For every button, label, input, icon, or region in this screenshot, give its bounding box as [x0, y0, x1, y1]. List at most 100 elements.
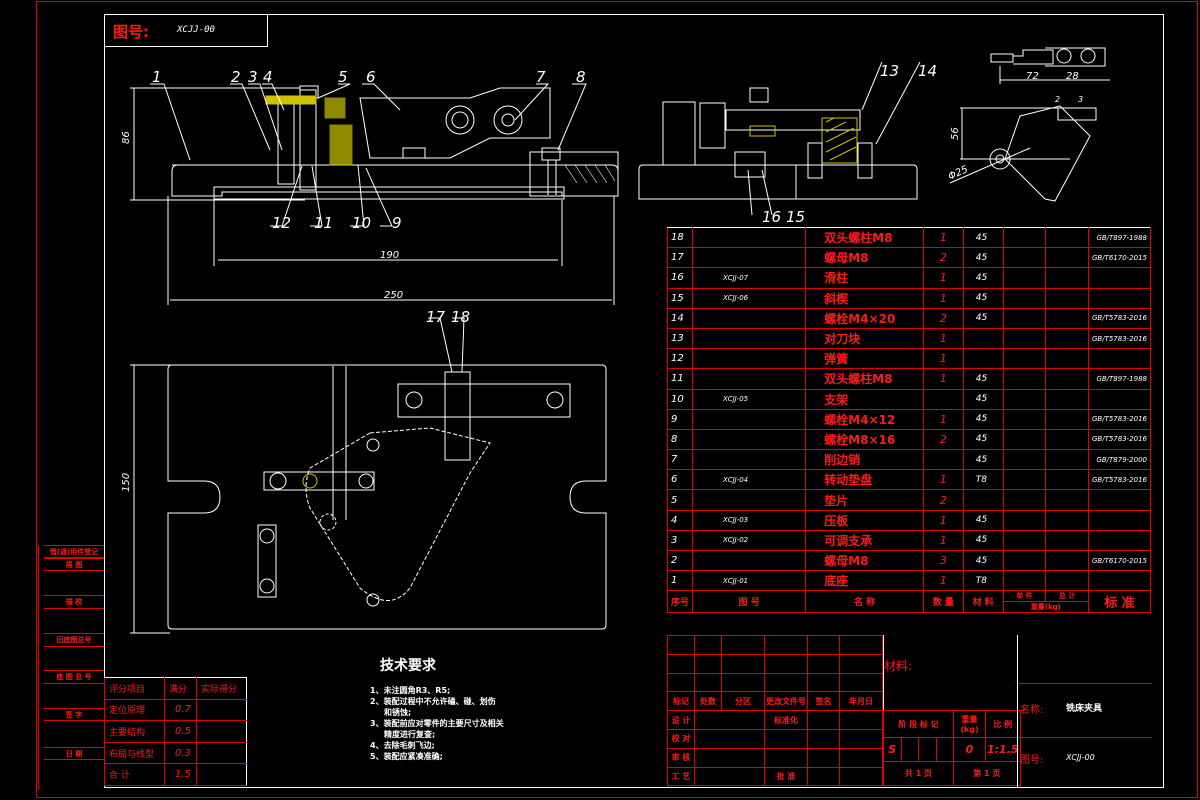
- tech-req-line: 5、装配应紧凑准确;: [370, 752, 443, 761]
- part-number: 17: [666, 247, 694, 269]
- studs: [277, 89, 317, 191]
- part-name: 螺栓M4×20: [805, 307, 924, 329]
- part-material: 45: [962, 529, 1004, 552]
- side-view: [638, 61, 921, 216]
- dim-2: 2: [1055, 95, 1060, 104]
- part-quantity: 1: [922, 469, 964, 491]
- part-unit-weight: [1002, 247, 1047, 269]
- part-total-weight: [1045, 549, 1089, 572]
- score-row: 布局与线型 0.3: [104, 741, 247, 765]
- callout-5: 5: [338, 68, 348, 86]
- part-number: 13: [666, 327, 694, 350]
- rev-zone: 分区: [721, 691, 765, 712]
- part-number: 11: [666, 368, 694, 390]
- part-unit-weight: [1002, 368, 1047, 390]
- callout-15: 15: [786, 208, 805, 226]
- header-weight: 单 件总 计 重量(kg): [1002, 590, 1089, 614]
- part-total-weight: [1045, 267, 1089, 289]
- part-name: 底座: [805, 570, 924, 592]
- drawing-number-label: 图号:: [113, 23, 149, 41]
- drawing-no-value: XCJJ-00: [1066, 753, 1095, 762]
- part-number: 7: [666, 449, 694, 471]
- part-material: 45: [962, 267, 1004, 289]
- part-standard: [1087, 388, 1152, 410]
- part-total-weight: [1045, 327, 1089, 350]
- part-total-weight: [1045, 226, 1089, 249]
- part-drawing-no: [692, 226, 807, 249]
- leader-10: [350, 164, 365, 227]
- part-unit-weight: [1002, 226, 1047, 249]
- part-standard: GB/T5783-2016: [1087, 327, 1152, 350]
- score-max: 0.3: [164, 741, 197, 765]
- part-drawing-no: XCJJ-02: [692, 529, 807, 552]
- score-row: 定位原理 0.7: [104, 698, 247, 722]
- part-name: 螺母M8: [805, 247, 924, 269]
- part-name: 螺母M8: [805, 549, 924, 572]
- part-name: 压板: [805, 509, 924, 531]
- part-total-weight: [1045, 449, 1089, 471]
- part-unit-weight: [1002, 549, 1047, 572]
- dim-150: 150: [121, 473, 132, 492]
- part-name: 削边销: [805, 449, 924, 471]
- part-total-weight: [1045, 247, 1089, 269]
- page-number: 第 1 页: [953, 761, 1021, 786]
- header-qty: 数 量: [922, 590, 964, 614]
- weight-label: 重量(kg): [953, 710, 986, 738]
- score-header-row: 评分项目 满分 实际得分: [104, 677, 247, 700]
- base-lower-rect: [213, 186, 565, 200]
- header-standard: 标 准: [1087, 590, 1152, 614]
- score-actual[interactable]: [196, 698, 247, 722]
- callout-2: 2: [231, 68, 241, 86]
- title-block-revisions: 标记 处数 分区 更改文件号 签名 年月日 设 计 标准化 校 对 审 核 工 …: [667, 635, 883, 787]
- stage-value: S: [883, 737, 902, 762]
- callout-12: 12: [272, 214, 291, 232]
- leader-15: [761, 169, 773, 216]
- bolt-head-8: [541, 147, 561, 161]
- part-total-weight: [1045, 368, 1089, 390]
- part-standard: [1087, 267, 1152, 289]
- name-label: 名称:: [1020, 705, 1044, 716]
- sign-row: 设 计 标准化: [667, 710, 883, 730]
- callout-16: 16: [762, 208, 781, 226]
- part-standard: GB/T897-1988: [1087, 368, 1152, 390]
- part-quantity: 2: [922, 428, 964, 451]
- score-actual[interactable]: [196, 763, 247, 786]
- slide-bar: [263, 471, 375, 491]
- part-standard: [1087, 570, 1152, 592]
- part-quantity: 1: [922, 368, 964, 390]
- part-material: 45: [962, 428, 1004, 451]
- part-name: 斜楔: [805, 287, 924, 309]
- part-name: 支架: [805, 388, 924, 410]
- key-block: [257, 524, 277, 598]
- part-number: 10: [666, 388, 694, 410]
- base-body: [171, 164, 619, 197]
- part-material: [962, 348, 1004, 370]
- part-standard: [1087, 489, 1152, 511]
- part-unit-weight: [1002, 307, 1047, 329]
- part-name: 转动垫盘: [805, 469, 924, 491]
- part-quantity: 2: [922, 307, 964, 329]
- part-total-weight: [1045, 348, 1089, 370]
- part-quantity: [922, 388, 964, 410]
- part-standard: [1087, 287, 1152, 309]
- pin-circle-1: [445, 105, 475, 135]
- sidebar-old-base-no: 旧底图总号: [44, 633, 104, 647]
- scale-value: 1:1.5: [985, 737, 1021, 762]
- score-actual[interactable]: [196, 720, 247, 743]
- name-value: 铣床夹具: [1066, 704, 1103, 714]
- part-material: 45: [962, 509, 1004, 531]
- part-total-weight: [1045, 509, 1089, 531]
- callout-18: 18: [451, 308, 470, 326]
- part-number: 8: [666, 428, 694, 451]
- part-material: T8: [962, 469, 1004, 491]
- part-drawing-no: [692, 368, 807, 390]
- tech-req-line: 精度进行复查;: [384, 730, 436, 739]
- score-actual[interactable]: [196, 741, 247, 765]
- part-quantity: 1: [922, 267, 964, 289]
